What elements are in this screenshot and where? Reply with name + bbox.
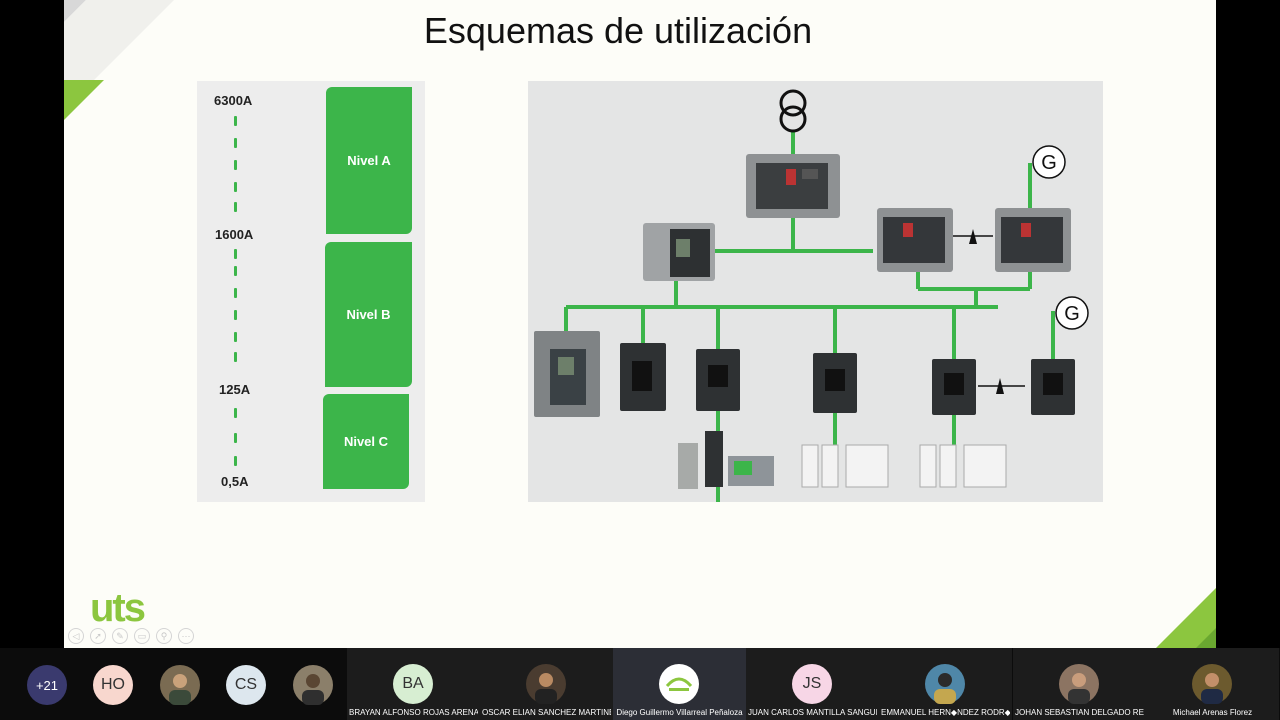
prev-icon[interactable]: ◁ [68, 628, 84, 644]
current-levels-panel: 6300A 1600A 125A 0,5A Nivel A Nivel B Ni… [197, 81, 425, 502]
participant-avatar: JS [792, 664, 832, 704]
presentation-slide: Esquemas de utilización 6300A 1600A 125A… [64, 0, 1216, 648]
person-photo-icon [526, 664, 566, 704]
distribution-diagram: G G [528, 81, 1103, 502]
participant-tile-active-speaker[interactable]: Diego Guillermo Villarreal Peñaloza [613, 648, 746, 720]
participant-avatar [526, 664, 566, 704]
generator-icon: G [1032, 145, 1066, 179]
bottom-right-corner-decoration [1156, 588, 1216, 648]
participant-name: EMMANUEL HERN◆NDEZ RODR◆... [881, 708, 1010, 717]
participant-tile[interactable]: BA BRAYAN ALFONSO ROJAS ARENAS [347, 648, 480, 720]
participant-avatar[interactable] [160, 665, 200, 705]
coupler-air-breaker [877, 208, 953, 272]
scale-dash [234, 332, 237, 342]
main-air-breaker [746, 154, 840, 218]
feeder-breaker [696, 349, 740, 411]
pen-icon[interactable]: ✎ [112, 628, 128, 644]
amp-label-6300a: 6300A [214, 93, 253, 108]
interlock-icon [996, 378, 1004, 394]
scale-dash [234, 288, 237, 298]
amp-label-0-5a: 0,5A [221, 474, 249, 489]
participant-tile[interactable]: Michael Arenas Florez [1146, 648, 1279, 720]
more-participants-button[interactable]: +21 [27, 665, 67, 705]
top-left-corner-decoration [64, 0, 174, 120]
participant-tile[interactable]: OSCAR ELIAN SANCHEZ MARTINEZ [480, 648, 613, 720]
amp-label-1600a: 1600A [215, 227, 254, 242]
transformer-icon [779, 89, 807, 133]
scale-dash [234, 202, 237, 212]
more-icon[interactable]: ⋯ [178, 628, 194, 644]
miniature-breakers [801, 444, 1007, 488]
interlock-icon [969, 229, 977, 244]
participant-name: Diego Guillermo Villarreal Peñaloza [616, 708, 743, 717]
scale-dash [234, 116, 237, 126]
generator-icon: G [1055, 296, 1089, 330]
feeder-breaker [932, 359, 976, 415]
person-photo-icon [1192, 664, 1232, 704]
level-b-box: Nivel B [325, 242, 412, 387]
participant-tile[interactable]: EMMANUEL HERN◆NDEZ RODR◆... [879, 648, 1012, 720]
person-photo-icon [1059, 664, 1099, 704]
scale-dash [234, 433, 237, 443]
participant-name: JUAN CARLOS MANTILLA SANGUI... [748, 708, 877, 717]
zoom-icon[interactable]: ⚲ [156, 628, 172, 644]
scale-dash [234, 310, 237, 320]
participant-avatar[interactable]: HO [93, 665, 133, 705]
participant-tile[interactable]: JOHAN SEBASTIAN DELGADO REYES [1013, 648, 1146, 720]
participant-avatar [1192, 664, 1232, 704]
slide-title: Esquemas de utilización [423, 10, 813, 51]
participant-avatar [925, 664, 965, 704]
participant-name: BRAYAN ALFONSO ROJAS ARENAS [349, 708, 478, 717]
uts-logo: uts [90, 586, 146, 630]
participant-name: OSCAR ELIAN SANCHEZ MARTINEZ [482, 708, 611, 717]
pointer-icon[interactable]: ➚ [90, 628, 106, 644]
presentation-controls: ◁ ➚ ✎ ▭ ⚲ ⋯ [68, 628, 194, 644]
scale-dash [234, 182, 237, 192]
scale-dash [234, 160, 237, 170]
scale-dash [234, 352, 237, 362]
level-c-box: Nivel C [323, 394, 409, 489]
organization-logo-icon [659, 664, 699, 704]
feeder-breaker [1031, 359, 1075, 415]
participant-name: Michael Arenas Florez [1172, 708, 1253, 717]
amp-label-125a: 125A [219, 382, 251, 397]
bus-bars [564, 131, 1055, 502]
large-feeder-breaker [534, 331, 600, 417]
participant-avatar: BA [393, 664, 433, 704]
scale-dash [234, 266, 237, 276]
person-photo-icon [925, 664, 965, 704]
scale-dash [234, 138, 237, 148]
participant-tile[interactable]: JS JUAN CARLOS MANTILLA SANGUI... [746, 648, 879, 720]
slides-icon[interactable]: ▭ [134, 628, 150, 644]
generator-air-breaker [995, 208, 1071, 272]
person-photo-icon [160, 665, 200, 705]
participant-strip: +21 HO CS BA BRAYAN ALFONSO ROJAS ARENAS… [0, 648, 1280, 720]
participant-avatar [659, 664, 699, 704]
distribution-diagram-drawing: G G [534, 89, 1089, 502]
participant-avatar[interactable]: CS [226, 665, 266, 705]
level-a-box: Nivel A [326, 87, 412, 234]
motor-starter [678, 431, 774, 489]
participant-name: JOHAN SEBASTIAN DELGADO REYES [1015, 708, 1144, 717]
generator-symbol: G [1041, 152, 1057, 174]
participant-avatar[interactable] [293, 665, 333, 705]
scale-dash [234, 408, 237, 418]
feeder-breaker [620, 343, 666, 411]
scale-dash [234, 249, 237, 259]
person-photo-icon [293, 665, 333, 705]
compact-breaker [643, 223, 715, 281]
generator-symbol: G [1064, 303, 1080, 325]
feeder-breaker [813, 353, 857, 413]
scale-dash [234, 456, 237, 466]
participant-avatar [1059, 664, 1099, 704]
